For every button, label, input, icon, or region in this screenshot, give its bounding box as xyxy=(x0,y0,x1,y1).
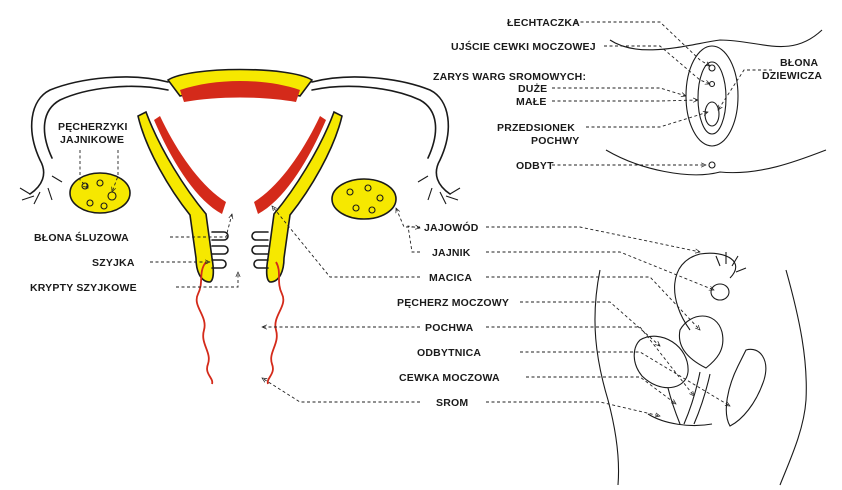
label-jajnik: JAJNIK xyxy=(432,247,471,259)
ovary-sagittal xyxy=(710,283,730,301)
urethral-opening xyxy=(708,80,716,88)
bladder-sagittal xyxy=(633,335,689,389)
vulva-sagittal xyxy=(647,413,713,427)
left-wall-mucosa xyxy=(154,116,226,214)
clitoris xyxy=(708,64,716,72)
label-ujscie: UJŚCIE CEWKI MOCZOWEJ xyxy=(451,40,596,53)
body-contour-back xyxy=(779,269,807,486)
label-pecherzyki-2: JAJNIKOWE xyxy=(60,134,124,146)
fimbriae-left xyxy=(19,175,63,205)
label-srom: SROM xyxy=(436,397,468,409)
anus xyxy=(708,161,716,169)
label-blona-sluzowa: BŁONA ŚLUZOWA xyxy=(34,231,129,244)
label-pecherz-moczowy: PĘCHERZ MOCZOWY xyxy=(397,297,509,309)
urethra-sagittal xyxy=(667,387,681,425)
fallopian-tube-left xyxy=(29,76,169,195)
label-jajowod: JAJOWÓD xyxy=(424,221,479,234)
label-odbytnica: ODBYTNICA xyxy=(417,347,481,359)
label-odbyt: ODBYT xyxy=(516,160,554,172)
cervical-crypts-left xyxy=(211,231,229,269)
fimbriae-right xyxy=(417,175,461,205)
label-pecherzyki-1: PĘCHERZYKI xyxy=(58,121,128,133)
sagittal-section-view xyxy=(594,252,807,486)
label-blona-dziewicza-1: BŁONA xyxy=(780,57,819,69)
uterine-tube-sagittal xyxy=(674,252,737,331)
fallopian-tube-right xyxy=(311,76,451,195)
vaginal-vestibule xyxy=(704,101,720,127)
vagina-left-wall xyxy=(195,261,214,385)
label-blona-dziewicza-2: DZIEWICZA xyxy=(762,70,822,82)
uterus-frontal-view xyxy=(19,68,461,385)
rectum-sagittal xyxy=(725,348,767,427)
diagram-labels: PĘCHERZYKI JAJNIKOWE BŁONA ŚLUZOWA SZYJK… xyxy=(30,17,822,409)
ovary-right xyxy=(331,178,397,220)
label-przedsionek-2: POCHWY xyxy=(531,135,579,147)
label-macica: MACICA xyxy=(429,272,472,284)
label-zarys-male: MAŁE xyxy=(516,96,547,108)
label-szyjka: SZYJKA xyxy=(92,257,135,269)
right-wall-mucosa xyxy=(254,116,326,214)
ovarian-follicles-right xyxy=(346,184,384,214)
uterus-right-wall xyxy=(265,110,343,283)
label-zarys-1: ZARYS WARG SROMOWYCH: xyxy=(433,71,586,83)
ovary-left xyxy=(69,172,131,214)
body-contour-front xyxy=(594,269,620,486)
label-przedsionek-1: PRZEDSIONEK xyxy=(497,122,575,134)
label-cewka-moczowa: CEWKA MOCZOWA xyxy=(399,372,500,384)
label-lechtaczka: ŁECHTACZKA xyxy=(507,17,580,29)
labia-majora-outline xyxy=(685,45,739,147)
fundus-mucosa xyxy=(180,81,300,102)
labia-minora-outline xyxy=(697,61,727,135)
thigh-outline xyxy=(609,29,823,51)
vagina-sagittal xyxy=(683,371,711,425)
label-zarys-duze: DUŻE xyxy=(518,82,547,95)
buttock-outline xyxy=(605,149,827,176)
label-krypty-szyjkowe: KRYPTY SZYJKOWE xyxy=(30,282,137,294)
leader-lines xyxy=(79,21,772,416)
vagina-right-wall xyxy=(266,261,285,385)
uterus-left-wall xyxy=(137,110,215,283)
label-pochwa: POCHWA xyxy=(425,322,474,334)
cervical-crypts-right xyxy=(251,231,269,269)
uterus-sagittal xyxy=(678,315,724,369)
vulva-external-view xyxy=(605,29,827,176)
fimbriae-sagittal xyxy=(715,252,747,273)
